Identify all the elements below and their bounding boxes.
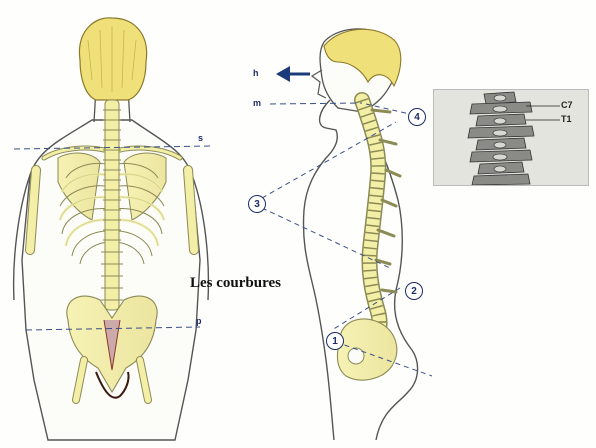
head-direction-label: h	[253, 68, 259, 78]
vertebrae-inset: C7 T1	[433, 89, 589, 186]
side-view-figure	[262, 29, 432, 440]
c7-label: C7	[561, 100, 573, 110]
pelvis-line-label: p	[196, 316, 202, 326]
t1-label: T1	[561, 114, 572, 124]
shoulder-line-label: s	[198, 133, 203, 143]
curve-marker-3: 3	[248, 195, 266, 213]
caption-les-courbures: Les courbures	[190, 275, 281, 292]
curve-marker-2: 2	[405, 282, 423, 300]
mastoid-line-label: m	[253, 98, 261, 108]
pelvis-side	[338, 319, 397, 380]
curve-marker-4: 4	[408, 108, 426, 126]
back-view-figure	[14, 18, 212, 440]
curve-marker-1: 1	[326, 332, 344, 350]
